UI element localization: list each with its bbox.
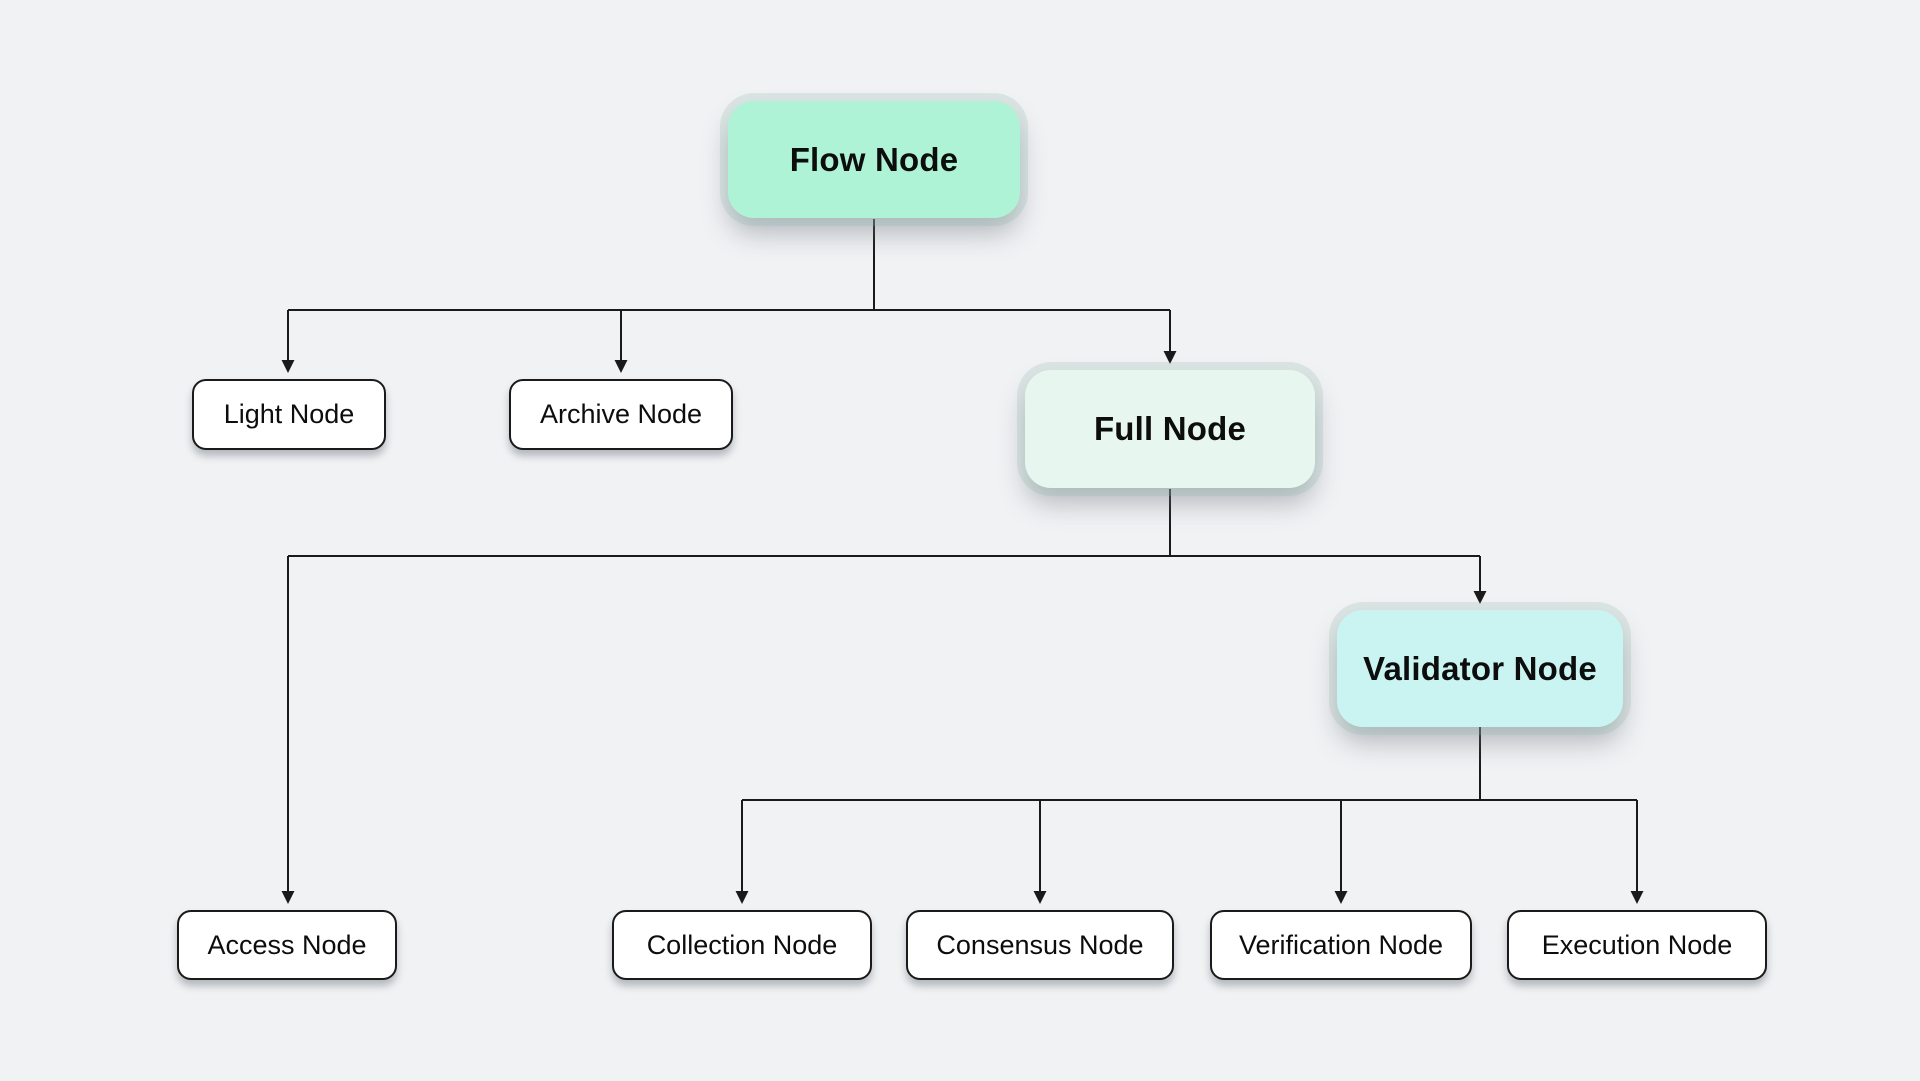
node-execution: Execution Node bbox=[1507, 910, 1767, 980]
node-light-label: Light Node bbox=[223, 399, 355, 429]
node-flow-label: Flow Node bbox=[789, 140, 959, 178]
node-flow: Flow Node bbox=[728, 101, 1020, 218]
node-collection: Collection Node bbox=[612, 910, 872, 980]
node-archive-label: Archive Node bbox=[539, 399, 703, 429]
node-verification: Verification Node bbox=[1210, 910, 1472, 980]
node-archive: Archive Node bbox=[509, 379, 733, 450]
node-full: Full Node bbox=[1025, 370, 1315, 488]
node-full-label: Full Node bbox=[1093, 410, 1247, 447]
node-validator: Validator Node bbox=[1337, 610, 1623, 727]
node-verification-label: Verification Node bbox=[1238, 929, 1444, 960]
node-validator-label: Validator Node bbox=[1363, 649, 1597, 687]
node-access-label: Access Node bbox=[207, 929, 367, 960]
node-access: Access Node bbox=[177, 910, 397, 980]
node-consensus: Consensus Node bbox=[906, 910, 1174, 980]
node-light: Light Node bbox=[192, 379, 386, 450]
node-collection-label: Collection Node bbox=[646, 929, 838, 960]
node-consensus-label: Consensus Node bbox=[936, 929, 1144, 960]
node-execution-label: Execution Node bbox=[1541, 929, 1733, 960]
